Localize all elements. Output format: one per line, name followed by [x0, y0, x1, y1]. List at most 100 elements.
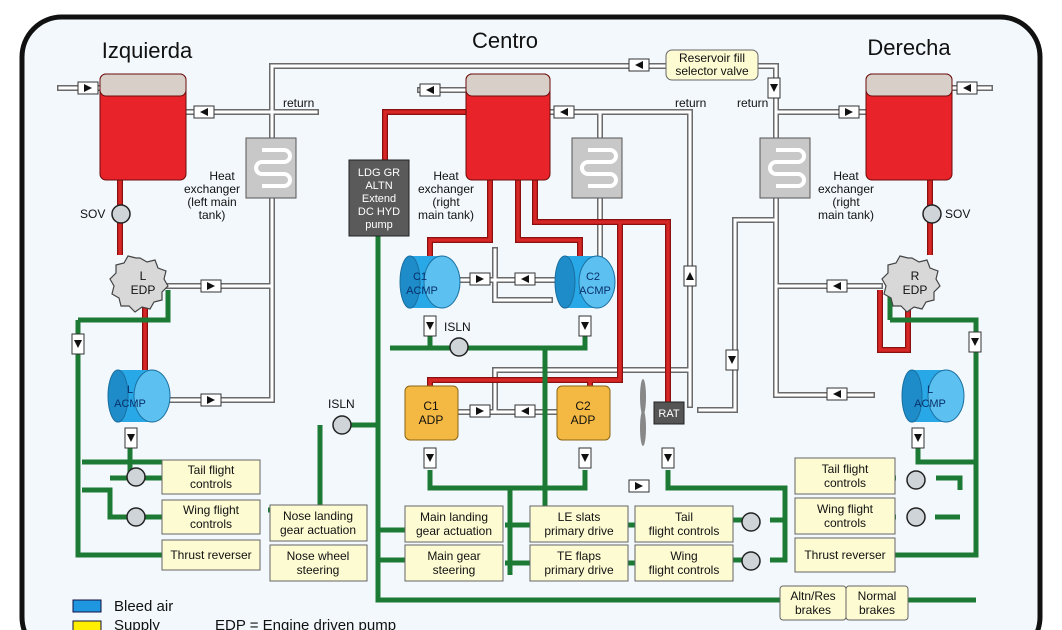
svg-text:ADP: ADP: [419, 413, 444, 427]
legend: Bleed air Supply EDP = Engine driven pum…: [72, 598, 396, 630]
svg-text:steering: steering: [297, 563, 340, 577]
svg-text:R: R: [911, 269, 920, 283]
svg-text:Heat: Heat: [833, 169, 859, 183]
svg-text:Altn/Res: Altn/Res: [790, 589, 835, 603]
c2-acmp: C2 ACMP: [554, 255, 616, 309]
svg-text:L: L: [927, 384, 933, 396]
legend-label-supply: Supply: [114, 617, 160, 630]
svg-text:Tail flight: Tail flight: [188, 463, 235, 477]
heat-exchanger-center-label: Heat exchanger (right main tank): [418, 169, 474, 222]
isln-label-left: ISLN: [328, 397, 355, 411]
svg-text:C1: C1: [423, 399, 439, 413]
svg-text:flight controls: flight controls: [649, 563, 720, 577]
svg-text:TE flaps: TE flaps: [557, 549, 601, 563]
return-label-center: return: [675, 96, 706, 110]
svg-text:Tail: Tail: [675, 510, 693, 524]
title-right: Derecha: [867, 35, 951, 60]
legend-swatch-supply: [72, 620, 102, 630]
r-edp: R EDP: [881, 255, 941, 313]
svg-text:L: L: [127, 384, 133, 396]
svg-text:exchanger: exchanger: [184, 182, 240, 196]
r-acmp: L ACMP: [901, 369, 965, 423]
sov-label-left: SOV: [80, 207, 105, 221]
svg-text:EDP: EDP: [131, 283, 156, 297]
svg-text:exchanger: exchanger: [818, 182, 874, 196]
svg-text:flight controls: flight controls: [649, 524, 720, 538]
svg-text:C2: C2: [586, 271, 600, 283]
svg-text:ACMP: ACMP: [114, 398, 146, 410]
reservoir-center: [465, 73, 551, 181]
rat-turbine: RAT: [640, 379, 685, 446]
legend-label-bleed: Bleed air: [114, 598, 173, 615]
svg-text:Heat: Heat: [209, 169, 235, 183]
c2-adp: C2 ADP: [556, 385, 611, 441]
dc-hyd-pump: [348, 159, 410, 237]
return-label-right: return: [737, 96, 768, 110]
svg-text:L: L: [140, 269, 147, 283]
svg-text:gear actuation: gear actuation: [416, 524, 492, 538]
svg-text:main tank): main tank): [818, 208, 874, 222]
svg-text:ACMP: ACMP: [406, 285, 438, 297]
svg-text:main tank): main tank): [418, 208, 474, 222]
heat-exchanger-center: [571, 137, 623, 199]
svg-text:LE slats: LE slats: [558, 510, 601, 524]
reservoir-left: [99, 73, 187, 181]
heat-exchanger-left: [245, 137, 297, 199]
dc-hyd-pump-label: LDG GR ALTN Extend DC HYD pump: [358, 167, 400, 231]
reservoir-fill-label: Reservoir fill: [679, 51, 745, 65]
title-center: Centro: [472, 28, 538, 53]
reservoir-right: [865, 73, 953, 181]
svg-text:EDP: EDP: [903, 283, 928, 297]
svg-text:Heat: Heat: [433, 169, 459, 183]
svg-text:controls: controls: [190, 517, 232, 531]
l-edp: L EDP: [109, 255, 169, 313]
svg-text:Nose wheel: Nose wheel: [287, 549, 350, 563]
svg-text:ADP: ADP: [571, 413, 596, 427]
consumer-labels: Tail flight controls Wing flight control…: [170, 462, 896, 617]
svg-text:Main landing: Main landing: [420, 510, 488, 524]
title-left: Izquierda: [102, 38, 193, 63]
svg-text:ACMP: ACMP: [914, 398, 946, 410]
svg-text:primary drive: primary drive: [544, 563, 614, 577]
svg-text:(right: (right: [432, 195, 460, 209]
svg-text:Extend: Extend: [362, 193, 396, 205]
svg-text:exchanger: exchanger: [418, 182, 474, 196]
svg-text:(right: (right: [832, 195, 860, 209]
svg-text:primary drive: primary drive: [544, 524, 614, 538]
heat-exchanger-left-label: Heat exchanger (left main tank): [184, 169, 240, 222]
svg-text:(left main: (left main: [187, 195, 236, 209]
reservoir-fill-label-2: selector valve: [675, 64, 749, 78]
l-acmp: L ACMP: [107, 369, 171, 423]
svg-text:controls: controls: [190, 477, 232, 491]
svg-text:Wing: Wing: [670, 549, 697, 563]
svg-text:Tail flight: Tail flight: [822, 462, 869, 476]
sov-label-right: SOV: [945, 207, 970, 221]
svg-text:Thrust reverser: Thrust reverser: [170, 548, 251, 562]
svg-text:gear actuation: gear actuation: [280, 523, 356, 537]
isln-label-center: ISLN: [444, 320, 471, 334]
consumer-boxes: [161, 457, 909, 621]
legend-note: EDP = Engine driven pump: [215, 617, 396, 630]
svg-text:ACMP: ACMP: [579, 285, 611, 297]
svg-text:LDG GR: LDG GR: [358, 167, 400, 179]
svg-text:controls: controls: [824, 476, 866, 490]
svg-text:Nose landing: Nose landing: [283, 509, 353, 523]
heat-exchanger-right-label: Heat exchanger (right main tank): [818, 169, 874, 222]
svg-text:Wing flight: Wing flight: [183, 503, 240, 517]
reservoir-fill-selector-valve: [665, 49, 759, 81]
svg-text:steering: steering: [433, 563, 476, 577]
heat-exchanger-right: [759, 137, 811, 199]
svg-text:RAT: RAT: [658, 408, 679, 420]
return-label-left: return: [283, 96, 314, 110]
svg-text:Main gear: Main gear: [427, 549, 480, 563]
svg-text:pump: pump: [365, 219, 393, 231]
svg-text:ALTN: ALTN: [365, 180, 392, 192]
svg-text:Thrust reverser: Thrust reverser: [804, 548, 885, 562]
svg-text:C1: C1: [413, 271, 427, 283]
c1-acmp: C1 ACMP: [399, 255, 461, 309]
valves: [111, 204, 942, 571]
svg-text:Wing flight: Wing flight: [817, 502, 874, 516]
legend-swatch-bleed: [72, 599, 102, 613]
svg-text:brakes: brakes: [859, 603, 895, 617]
